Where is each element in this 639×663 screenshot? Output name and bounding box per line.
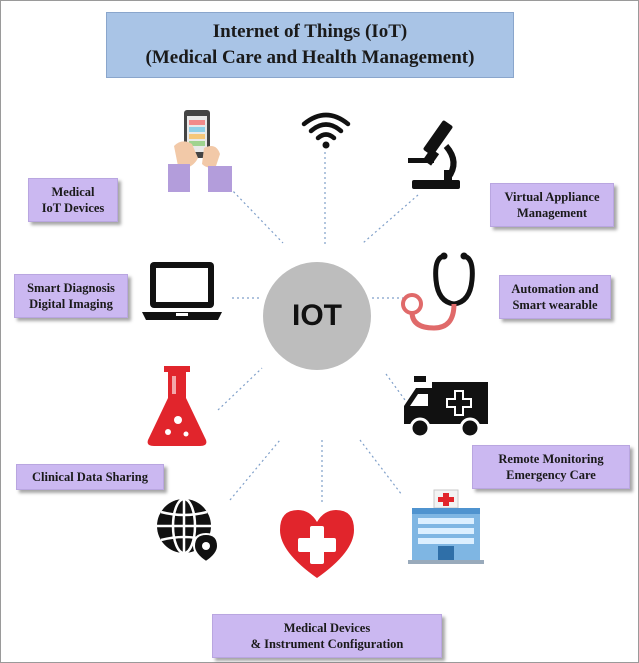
label-text: Virtual Appliance — [504, 190, 600, 204]
connector-globe — [229, 439, 281, 501]
label-text: Emergency Care — [506, 468, 596, 482]
hospital-icon — [408, 489, 484, 564]
label-clinical-data-sharing: Clinical Data Sharing — [16, 464, 164, 490]
label-text: Smart Diagnosis — [27, 281, 115, 295]
title-line-2: (Medical Care and Health Management) — [145, 47, 475, 68]
connector-flask — [217, 367, 263, 411]
title-line-1: Internet of Things (IoT) — [212, 21, 408, 42]
label-text: Automation and — [511, 282, 599, 296]
label-text: Medical — [51, 185, 95, 199]
label-text: Clinical Data Sharing — [32, 470, 148, 484]
smartphone-hand-icon — [168, 110, 232, 192]
label-text: Digital Imaging — [29, 297, 113, 311]
iot-hub-label: IOT — [292, 299, 342, 332]
label-medical-iot-devices: Medical IoT Devices — [28, 178, 118, 222]
diagram-title: Internet of Things (IoT) (Medical Care a… — [106, 12, 514, 78]
stethoscope-icon — [401, 252, 475, 331]
connector-hospital — [359, 439, 403, 496]
label-smart-diagnosis: Smart Diagnosis Digital Imaging — [14, 274, 128, 318]
wifi-icon — [301, 112, 351, 149]
label-text: Smart wearable — [512, 298, 598, 312]
connector-microscope — [362, 194, 419, 244]
label-text: IoT Devices — [41, 201, 105, 215]
connector-ambulance — [385, 373, 406, 401]
connector-phone — [229, 187, 284, 244]
ambulance-icon — [404, 376, 488, 438]
microscope-icon — [408, 120, 460, 189]
label-medical-devices-config: Medical Devices & Instrument Configurati… — [212, 614, 442, 658]
label-text: & Instrument Configuration — [250, 637, 404, 651]
label-text: Medical Devices — [283, 621, 371, 635]
laptop-icon — [142, 262, 222, 320]
flask-icon — [147, 366, 207, 446]
iot-hub-circle — [263, 262, 371, 370]
label-remote-monitoring: Remote Monitoring Emergency Care — [472, 445, 630, 489]
label-automation-wearable: Automation and Smart wearable — [499, 275, 611, 319]
heart-medical-icon — [280, 510, 354, 578]
label-text: Remote Monitoring — [498, 452, 604, 466]
label-text: Management — [516, 206, 588, 220]
label-virtual-appliance: Virtual Appliance Management — [490, 183, 614, 227]
globe-location-icon — [157, 497, 220, 562]
